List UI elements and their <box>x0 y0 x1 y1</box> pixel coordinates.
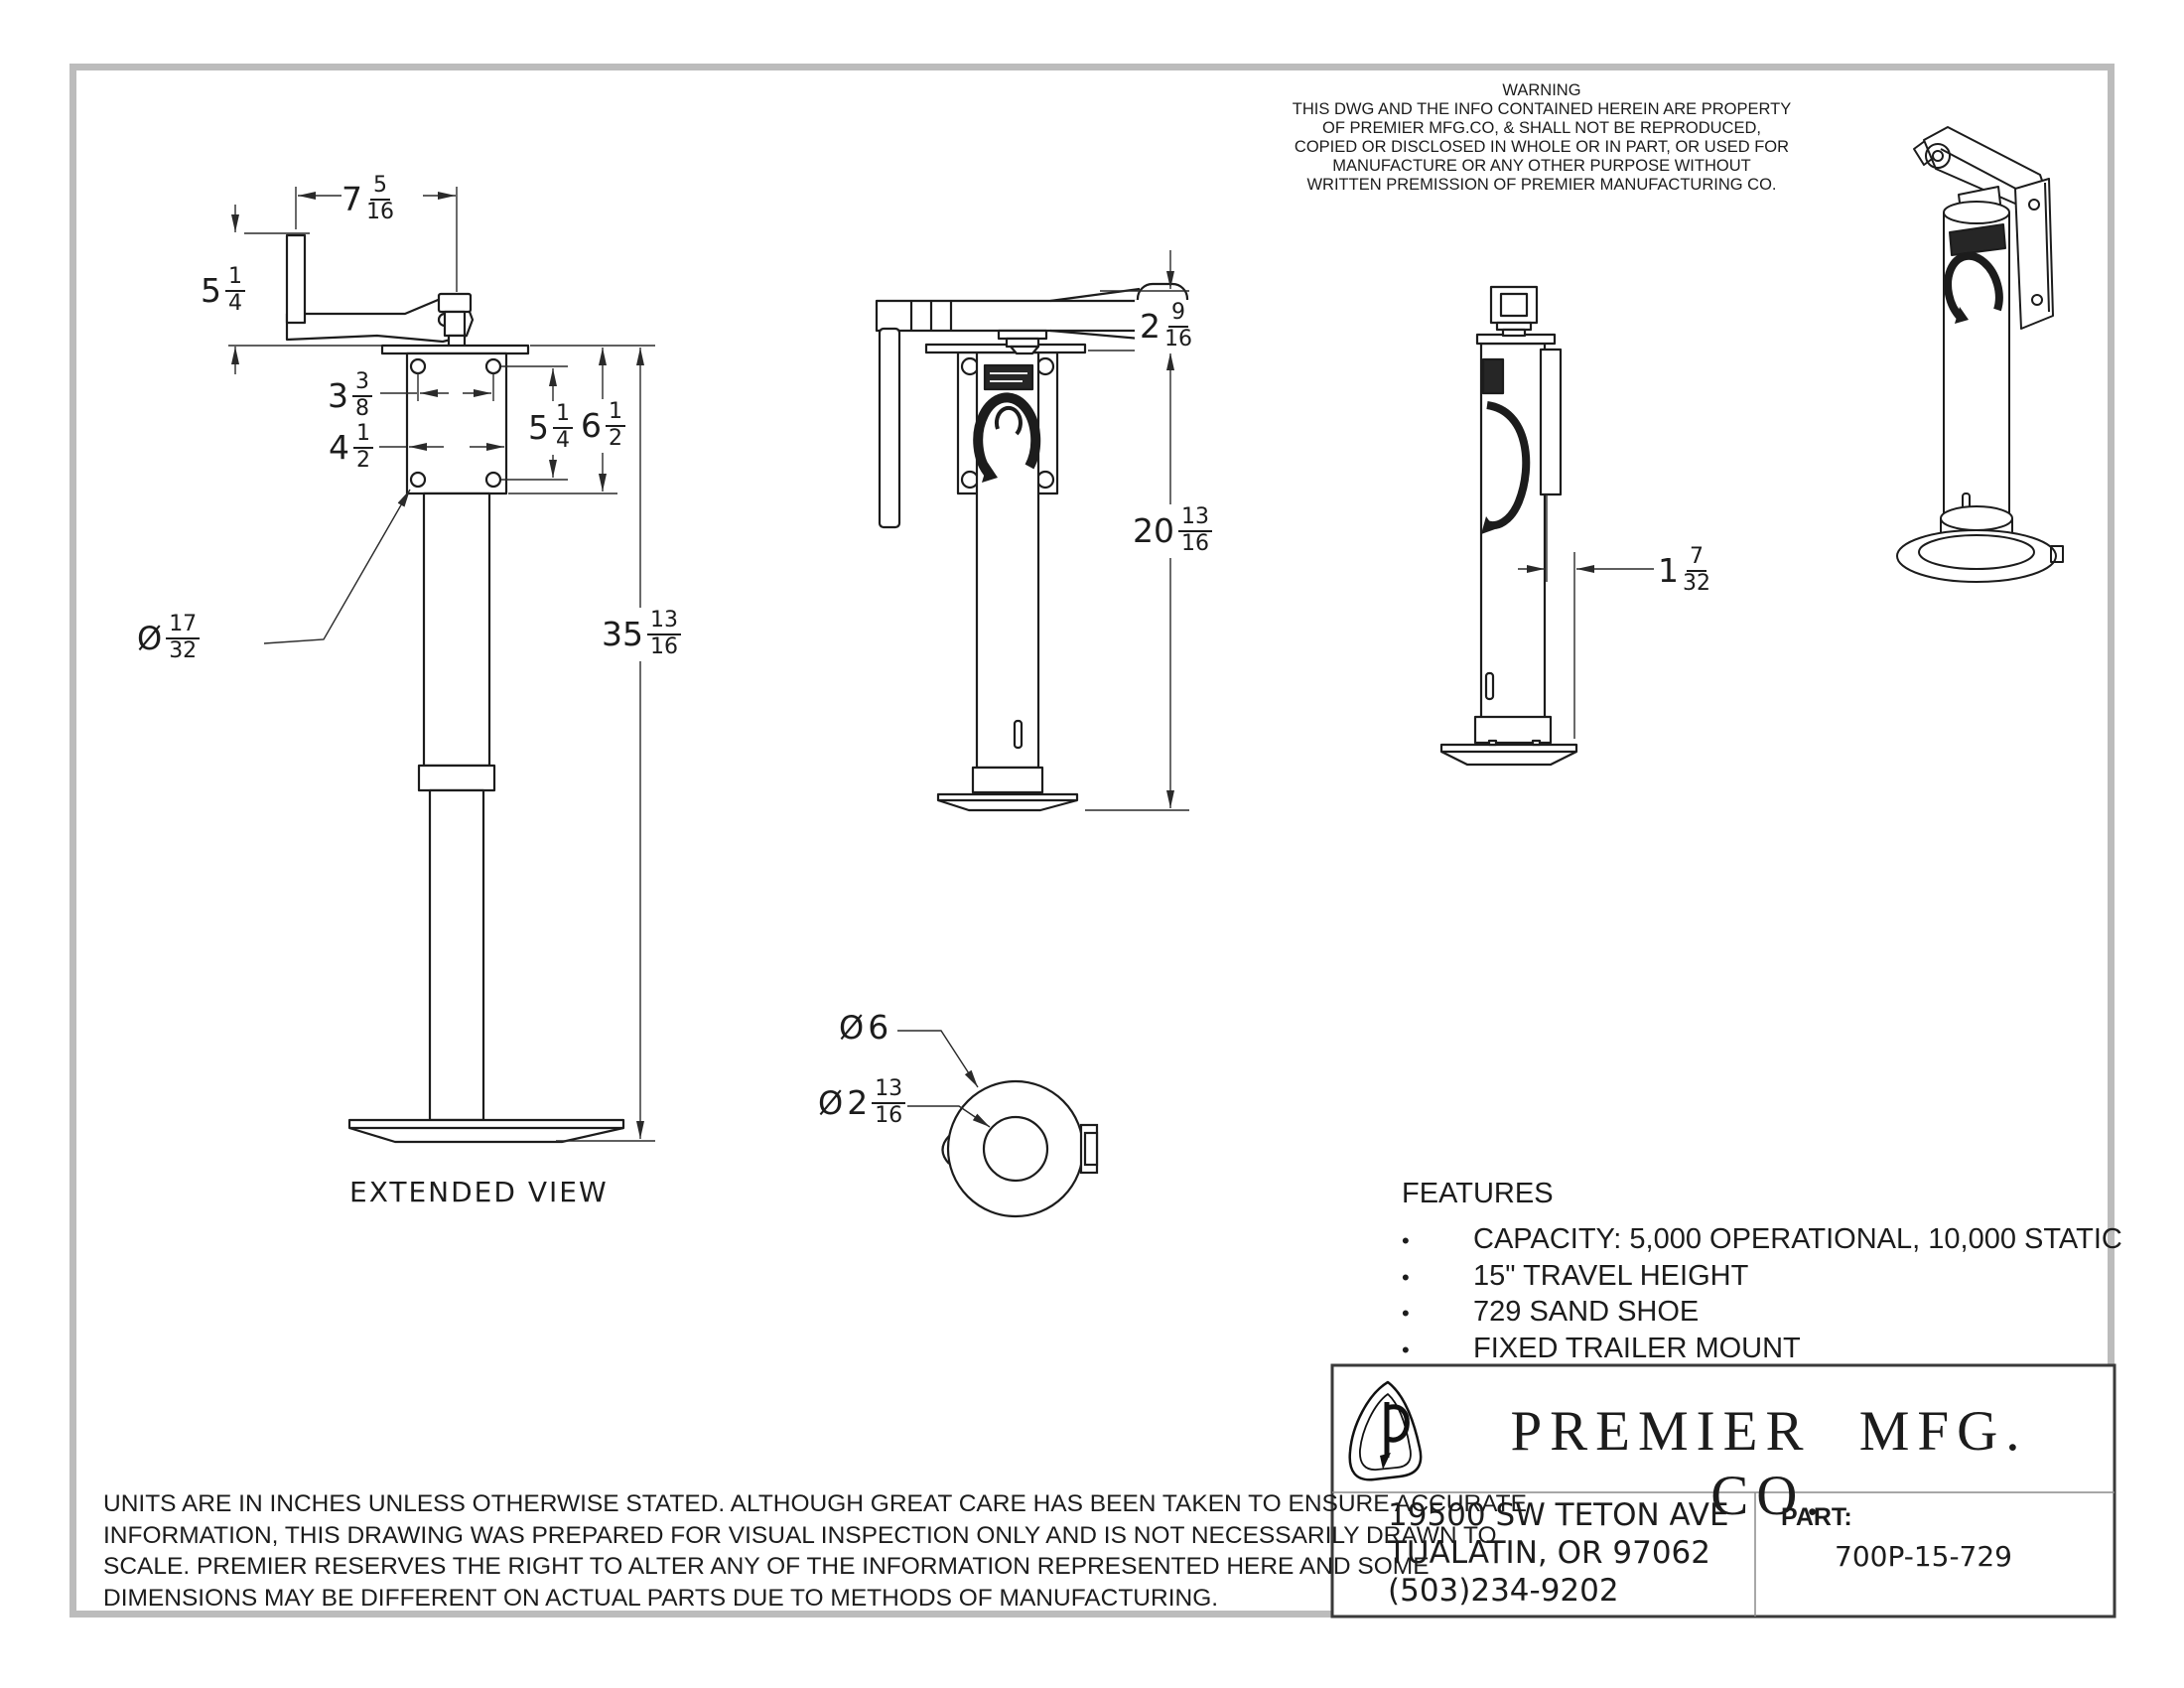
warning-title: WARNING <box>1502 81 1581 99</box>
title-block-frame <box>1330 1363 2116 1618</box>
mount-plate <box>405 352 508 495</box>
feature-item: • CAPACITY: 5,000 OPERATIONAL, 10,000 ST… <box>1402 1222 2122 1259</box>
outer-tube <box>422 492 491 768</box>
crank-arm <box>285 296 475 344</box>
mount-flange <box>380 344 530 355</box>
inner-tube <box>428 788 485 1122</box>
crank-rod <box>285 233 307 325</box>
sand-shoe <box>1896 529 2057 583</box>
premier-p-logo-icon <box>1944 251 2003 324</box>
crank-nut <box>437 292 473 314</box>
warning-label-box <box>983 363 1034 391</box>
warning-line: WRITTEN PREMISSION OF PREMIER MANUFACTUR… <box>1306 176 1777 194</box>
extended-view-dim-lines <box>228 187 655 1142</box>
warning-line: COPIED OR DISCLOSED IN WHOLE OR IN PART,… <box>1294 138 1790 156</box>
shoe-left-tab <box>941 1135 950 1165</box>
feature-item: • FIXED TRAILER MOUNT <box>1402 1332 2122 1368</box>
iso-mount-bracket <box>2014 178 2054 330</box>
side-view-drawing <box>1439 285 1578 767</box>
front-view-drawing <box>875 282 1189 812</box>
collar <box>1473 715 1553 745</box>
disclaimer-line: DIMENSIONS MAY BE DIFFERENT ON ACTUAL PA… <box>103 1584 1219 1612</box>
bolt-hole <box>409 471 427 489</box>
premier-logo-icon <box>1348 1380 1423 1481</box>
warning-label-box <box>1481 357 1505 395</box>
sand-shoe-top-view-drawing <box>941 1079 1099 1218</box>
part-label: PART: <box>1781 1503 1852 1531</box>
features-list: FEATURES • CAPACITY: 5,000 OPERATIONAL, … <box>1402 1178 2122 1367</box>
bullet-icon: • <box>1402 1336 1410 1362</box>
shoe-view-dim-lines <box>897 1030 991 1128</box>
disclaimer-note: UNITS ARE IN INCHES UNLESS OTHERWISE STA… <box>103 1488 1527 1614</box>
extended-view-caption: EXTENDED VIEW <box>349 1176 609 1208</box>
sand-shoe-side <box>1439 743 1578 767</box>
bullet-icon: • <box>1402 1228 1410 1253</box>
handle-clamp-block <box>1489 285 1539 325</box>
part-number: 700P-15-729 <box>1835 1540 2012 1573</box>
premier-p-logo-icon <box>973 392 1041 483</box>
pin-slot <box>1013 719 1024 750</box>
sand-shoe-side <box>347 1118 625 1144</box>
side-view-dim-lines <box>1518 494 1654 739</box>
handle-grip-rod <box>878 327 901 529</box>
address-line: TUALATIN, OR 97062 <box>1388 1535 1711 1571</box>
premier-p-logo-partial-icon <box>1481 401 1531 534</box>
dim-shoe-outer-diameter: Ø 6 <box>839 1008 889 1047</box>
extended-view-drawing <box>285 233 625 1144</box>
pin-slot <box>1484 671 1495 701</box>
disclaimer-line: SCALE. PREMIER RESERVES THE RIGHT TO ALT… <box>103 1553 1430 1580</box>
warning-line: THIS DWG AND THE INFO CONTAINED HEREIN A… <box>1292 100 1792 118</box>
feature-item: • 15" TRAVEL HEIGHT <box>1402 1259 2122 1296</box>
warning-block: WARNING THIS DWG AND THE INFO CONTAINED … <box>1259 81 1825 195</box>
collar <box>417 764 496 792</box>
disclaimer-line: INFORMATION, THIS DRAWING WAS PREPARED F… <box>103 1521 1497 1549</box>
collar <box>1940 505 2013 531</box>
collar <box>971 766 1044 794</box>
address-line: (503)234-9202 <box>1388 1573 1619 1609</box>
feature-text: CAPACITY: 5,000 OPERATIONAL, 10,000 STAT… <box>1473 1223 2122 1255</box>
bullet-icon: • <box>1402 1301 1410 1326</box>
feature-item: • 729 SAND SHOE <box>1402 1295 2122 1332</box>
warning-line: MANUFACTURE OR ANY OTHER PURPOSE WITHOUT <box>1332 157 1751 175</box>
warning-label-box <box>1949 223 2006 256</box>
isometric-view-drawing <box>1896 126 2064 583</box>
shoe-inner-circle <box>982 1115 1049 1183</box>
feature-text: 15" TRAVEL HEIGHT <box>1473 1259 1749 1292</box>
feature-text: 729 SAND SHOE <box>1473 1296 1700 1328</box>
bullet-icon: • <box>1402 1264 1410 1290</box>
bolt-hole <box>484 471 502 489</box>
warning-line: OF PREMIER MFG.CO, & SHALL NOT BE REPROD… <box>1322 119 1761 137</box>
mount-plate-edge <box>1539 348 1563 496</box>
disclaimer-line: UNITS ARE IN INCHES UNLESS OTHERWISE STA… <box>103 1490 1527 1517</box>
address-line: 19500 SW TETON AVE <box>1388 1497 1729 1533</box>
company-name: PREMIER MFG. CO. <box>1510 1400 2028 1527</box>
sand-shoe-side <box>936 792 1079 812</box>
feature-text: FIXED TRAILER MOUNT <box>1473 1332 1801 1364</box>
company-address: 19500 SW TETON AVE TUALATIN, OR 97062 (5… <box>1388 1496 1729 1610</box>
features-title: FEATURES <box>1402 1178 1554 1209</box>
